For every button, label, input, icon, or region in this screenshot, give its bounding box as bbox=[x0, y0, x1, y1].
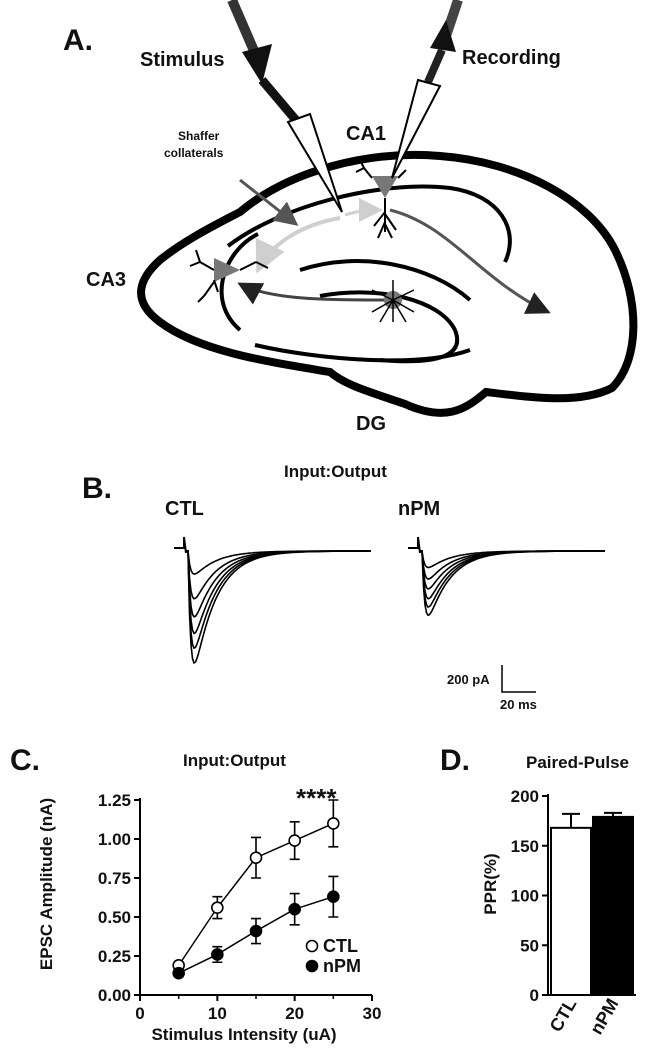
npm-point bbox=[288, 902, 301, 916]
ctl-trace-3 bbox=[186, 550, 371, 618]
d-ytick-label: 200 bbox=[511, 787, 539, 806]
c-ytick-label: 0.00 bbox=[98, 986, 131, 1005]
scale-bar-x-label: 20 ms bbox=[500, 697, 537, 712]
panel-b-title: Input:Output bbox=[284, 462, 387, 481]
ctl-point bbox=[327, 817, 340, 830]
c-xtick-label: 0 bbox=[135, 1004, 144, 1023]
chart-c-ylabel: EPSC Amplitude (nA) bbox=[37, 798, 56, 970]
panel-a: A. Stimulus Recording bbox=[63, 0, 638, 435]
shaffer-pointer-arrow bbox=[239, 178, 299, 226]
ctl-point bbox=[288, 834, 301, 847]
chart-c-title: Input:Output bbox=[183, 751, 286, 770]
ctl-point bbox=[249, 851, 263, 865]
ctl-trace-label: CTL bbox=[165, 498, 204, 520]
dg-granule-cell bbox=[371, 280, 415, 323]
shaffer-label-line2: collaterals bbox=[164, 146, 224, 160]
ctl-trace-group bbox=[174, 536, 371, 665]
npm-legend-label: nPM bbox=[323, 956, 361, 976]
panel-b-letter: B. bbox=[82, 472, 112, 505]
chart-d-title: Paired-Pulse bbox=[526, 753, 629, 772]
ca1-neuron bbox=[355, 159, 407, 239]
c-ytick-label: 1.00 bbox=[98, 830, 131, 849]
c-ytick-label: 0.25 bbox=[98, 947, 131, 966]
c-xtick-label: 10 bbox=[208, 1004, 227, 1023]
ctl-bar-error bbox=[562, 812, 580, 828]
npm-trace-group bbox=[408, 536, 605, 617]
ca3-label: CA3 bbox=[86, 269, 126, 291]
npm-point bbox=[172, 966, 185, 980]
ctl-trace-6 bbox=[186, 550, 371, 665]
recording-label: Recording bbox=[462, 47, 561, 69]
d-ytick-label: 150 bbox=[511, 837, 539, 856]
npm-point bbox=[249, 924, 263, 938]
ctl-trace-4 bbox=[186, 550, 371, 635]
d-ytick-label: 0 bbox=[530, 986, 539, 1005]
scale-bar-y-label: 200 pA bbox=[447, 672, 490, 687]
dg-to-ca3-path bbox=[237, 282, 386, 305]
npm-trace-6 bbox=[420, 550, 605, 617]
ctl-stim-artifact bbox=[174, 536, 187, 554]
npm-stim-artifact bbox=[408, 536, 421, 554]
dg-upper bbox=[299, 259, 472, 302]
scale-bar: 200 pA 20 ms bbox=[447, 665, 537, 712]
panel-c: C. Input:Output **** EPSC Amplitude (nA)… bbox=[10, 744, 381, 1044]
ctl-bar bbox=[550, 826, 592, 997]
ca1-output-path bbox=[344, 198, 383, 223]
chart-c-xlabel: Stimulus Intensity (uA) bbox=[151, 1025, 336, 1044]
c-ytick-label: 1.25 bbox=[98, 791, 131, 810]
ca3-neuron bbox=[189, 249, 269, 303]
shaffer-label-line1: Shaffer bbox=[178, 129, 220, 143]
ctl-trace-2 bbox=[186, 550, 371, 600]
ctl-legend-marker bbox=[305, 939, 319, 953]
npm-trace-label: nPM bbox=[398, 498, 440, 520]
d-ytick-label: 50 bbox=[520, 936, 539, 955]
npm-bar bbox=[592, 815, 634, 997]
c-xtick-label: 30 bbox=[363, 1004, 382, 1023]
ca3-inner-arc bbox=[219, 232, 259, 332]
ctl-legend-label: CTL bbox=[323, 936, 358, 956]
stimulus-electrode bbox=[227, 0, 343, 213]
dg-bottom bbox=[254, 343, 471, 363]
hippocampus-outline bbox=[137, 150, 638, 417]
recording-electrode bbox=[391, 0, 463, 179]
ca1-projection-path bbox=[389, 208, 551, 314]
ctl-trace-5 bbox=[186, 550, 371, 650]
significance-annotation: **** bbox=[296, 783, 337, 813]
ctl-category-label: CTL bbox=[546, 995, 581, 1035]
stimulus-label: Stimulus bbox=[140, 49, 224, 71]
panel-d-letter: D. bbox=[440, 744, 470, 777]
panel-c-letter: C. bbox=[10, 744, 40, 777]
dg-label: DG bbox=[356, 413, 386, 435]
panel-b: B. Input:Output CTL nPM 200 pA 20 ms bbox=[82, 462, 605, 712]
npm-trace-3 bbox=[420, 550, 605, 590]
npm-category-label: nPM bbox=[586, 995, 622, 1038]
chart-d-ylabel: PPR(%) bbox=[481, 853, 500, 914]
shaffer-collateral-path bbox=[255, 216, 341, 274]
npm-legend-marker bbox=[305, 959, 319, 973]
d-ytick-label: 100 bbox=[511, 887, 539, 906]
panel-a-letter: A. bbox=[63, 24, 93, 57]
c-ytick-label: 0.50 bbox=[98, 908, 131, 927]
npm-point bbox=[327, 890, 340, 904]
ca1-label: CA1 bbox=[346, 123, 386, 145]
npm-point bbox=[211, 948, 224, 961]
c-ytick-label: 0.75 bbox=[98, 869, 131, 888]
npm-trace-2 bbox=[420, 550, 605, 580]
c-xtick-label: 20 bbox=[285, 1004, 304, 1023]
ctl-point bbox=[211, 901, 224, 914]
